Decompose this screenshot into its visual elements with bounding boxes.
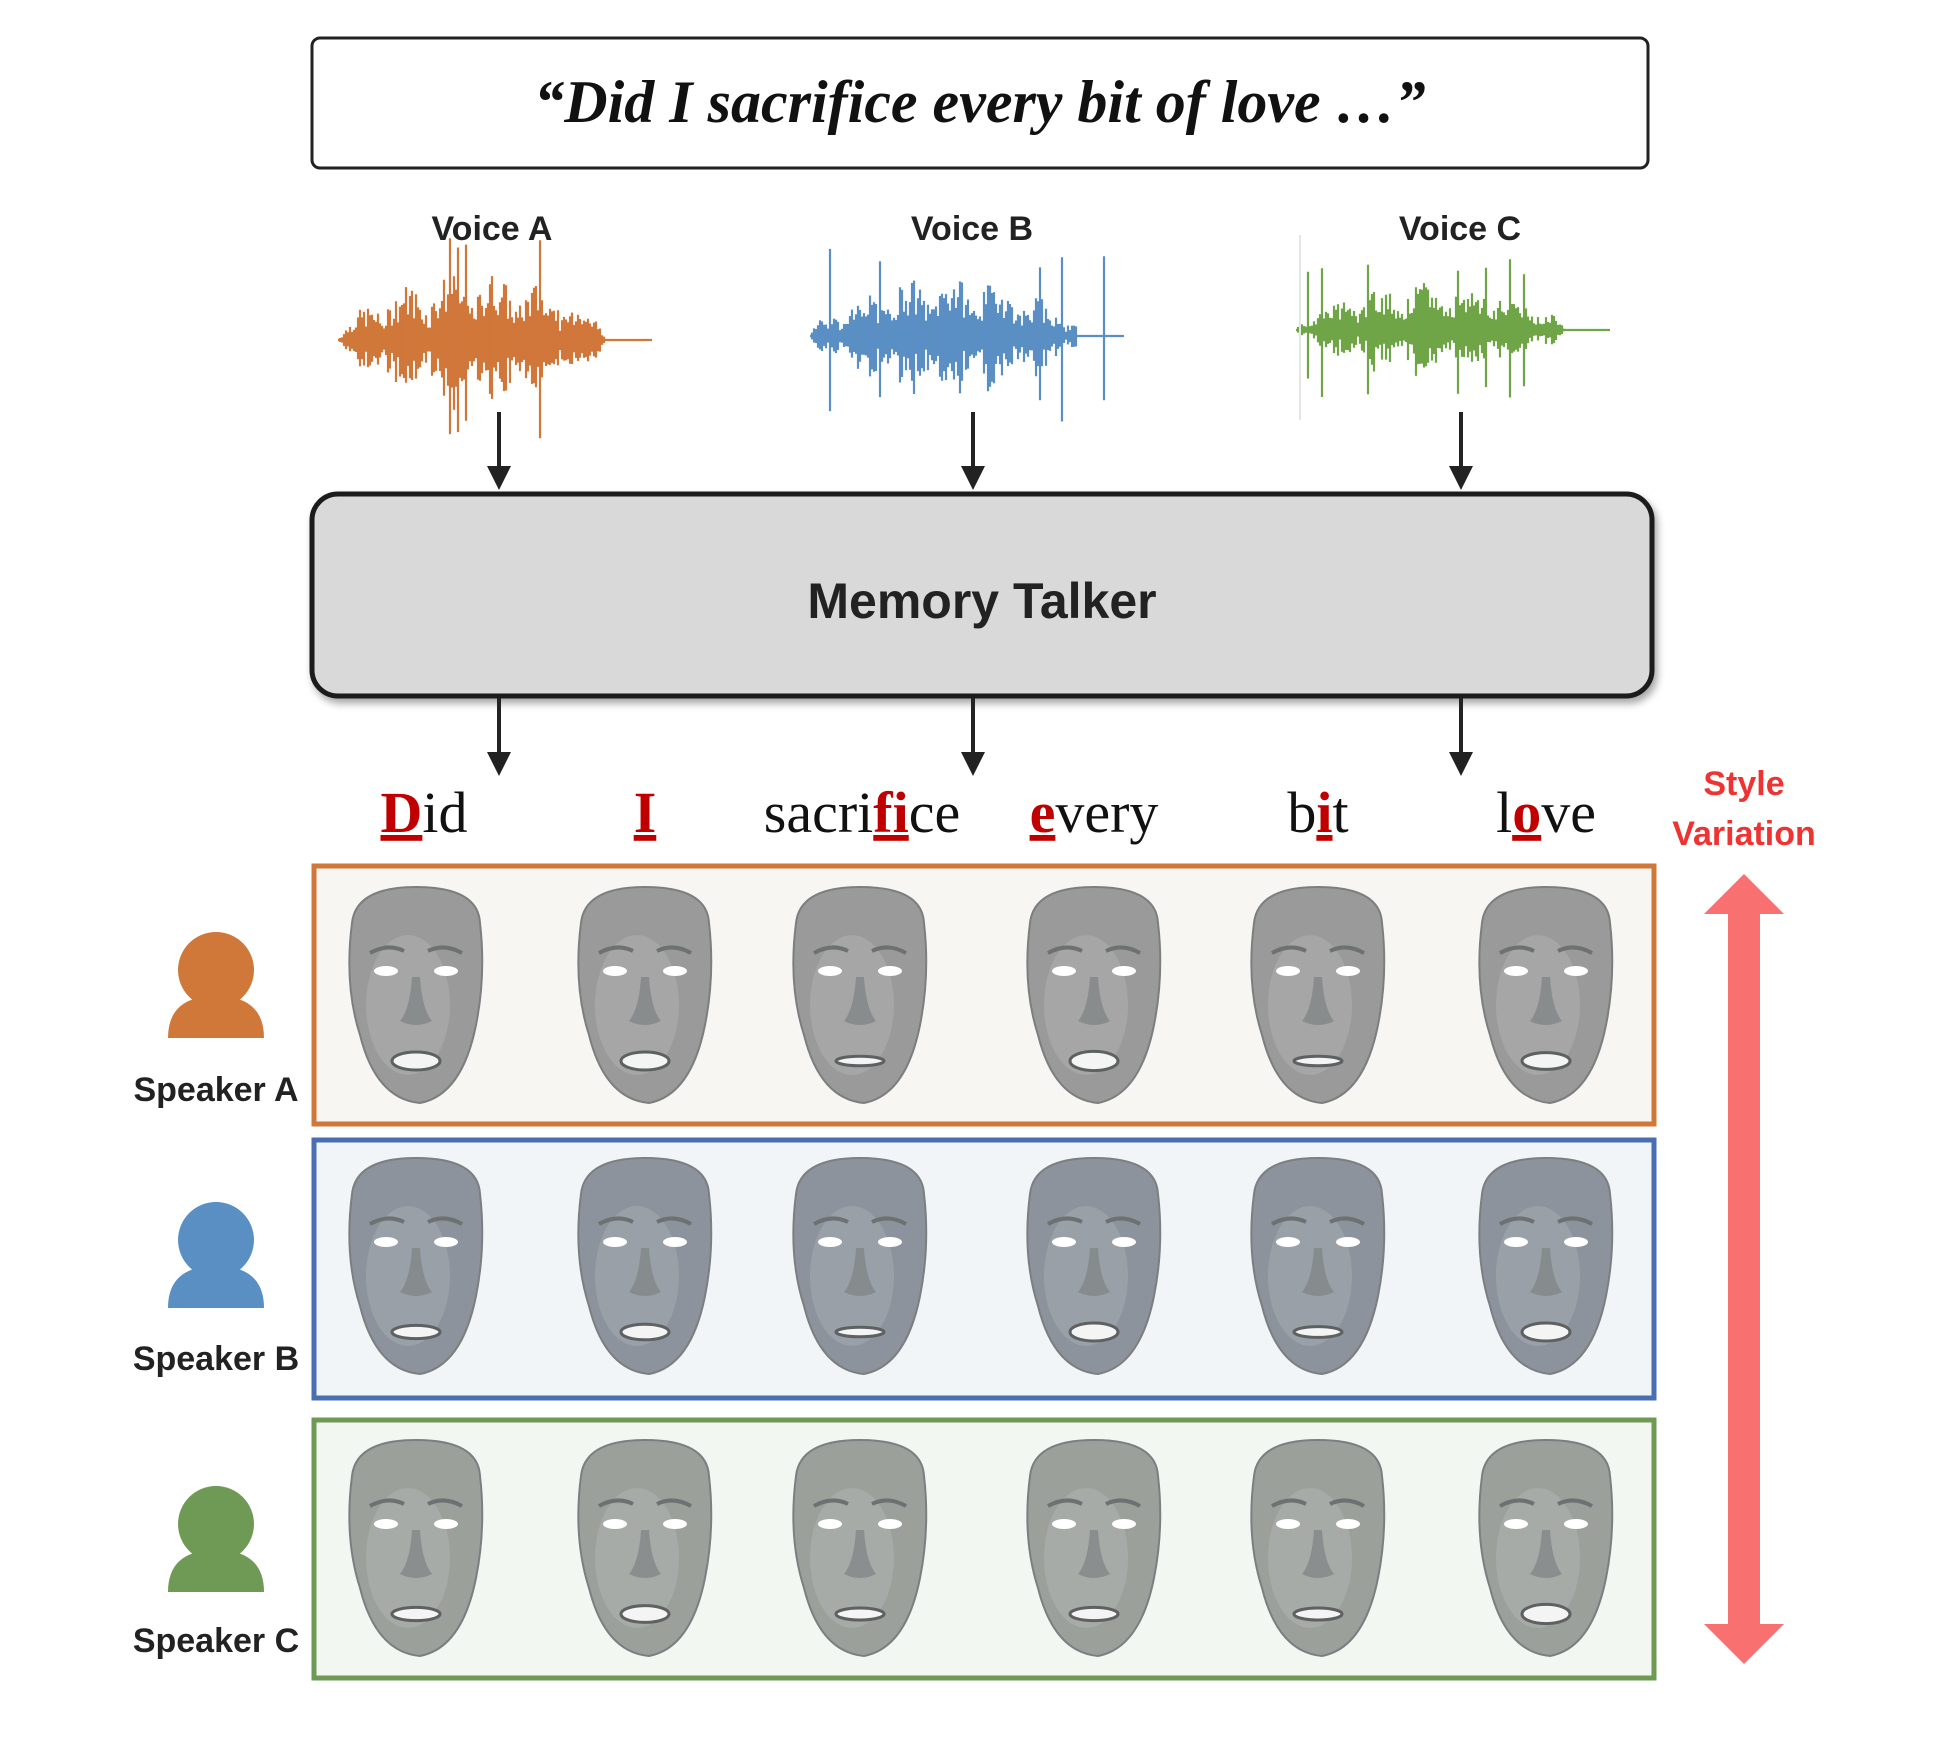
speaker-c-person-icon: [168, 1486, 264, 1592]
face-mesh: [792, 1438, 928, 1658]
speaker-panel-c: [311, 1417, 1657, 1681]
face-mesh: [792, 1156, 928, 1376]
word-every: every: [1030, 780, 1159, 845]
faces-row-c: [348, 1438, 1614, 1658]
face-mesh: [348, 1438, 484, 1658]
face-mesh: [792, 885, 928, 1105]
face-mesh: [577, 1156, 713, 1376]
style-label-line2: Variation: [1672, 815, 1816, 853]
word-labels: Did I sacrifice every bit love: [380, 780, 1595, 845]
waveform-a: [338, 238, 652, 439]
memory-talker-box: [309, 491, 1655, 699]
speaker-panel-b: [311, 1137, 1657, 1401]
face-mesh: [1250, 885, 1386, 1105]
face-mesh: [1478, 885, 1614, 1105]
style-variation-arrow: [1704, 874, 1784, 1664]
memory-talker-label: Memory Talker: [807, 573, 1156, 629]
face-mesh: [348, 885, 484, 1105]
quote-box: [310, 36, 1650, 170]
word-sacrifice: sacrifice: [764, 780, 960, 845]
face-mesh: [577, 1438, 713, 1658]
speaker-b-label: Speaker B: [133, 1340, 299, 1378]
speaker-c-label: Speaker C: [133, 1622, 299, 1660]
face-mesh: [577, 885, 713, 1105]
speaker-a-person-icon: [168, 932, 264, 1038]
faces-row-a: [348, 885, 1614, 1105]
voice-a-label: Voice A: [432, 210, 553, 248]
face-mesh: [1026, 1438, 1162, 1658]
word-i: I: [634, 780, 657, 845]
voice-c-label: Voice C: [1399, 210, 1521, 248]
face-mesh: [1026, 1156, 1162, 1376]
faces-row-b: [348, 1156, 1614, 1376]
word-bit: bit: [1287, 780, 1348, 845]
waveform-c: [1296, 259, 1610, 398]
quote-text: “Did I sacrifice every bit of love …”: [534, 69, 1425, 135]
face-mesh: [348, 1156, 484, 1376]
panel-c-frame: [311, 1417, 1657, 1681]
output-arrows: [487, 698, 1473, 776]
face-mesh: [1478, 1438, 1614, 1658]
waveforms: [338, 238, 1610, 439]
face-mesh: [1250, 1438, 1386, 1658]
word-did: Did: [380, 780, 467, 845]
panel-a-frame: [311, 863, 1657, 1127]
style-label-line1: Style: [1703, 765, 1784, 803]
word-love: love: [1496, 780, 1596, 845]
waveform-b: [810, 248, 1124, 422]
face-mesh: [1026, 885, 1162, 1105]
speaker-panel-a: [311, 863, 1657, 1127]
face-mesh: [1250, 1156, 1386, 1376]
speaker-a-label: Speaker A: [133, 1071, 298, 1109]
speaker-b-person-icon: [168, 1202, 264, 1308]
panel-b-frame: [311, 1137, 1657, 1401]
input-arrows: [487, 412, 1473, 490]
face-mesh: [1478, 1156, 1614, 1376]
voice-b-label: Voice B: [911, 210, 1033, 248]
